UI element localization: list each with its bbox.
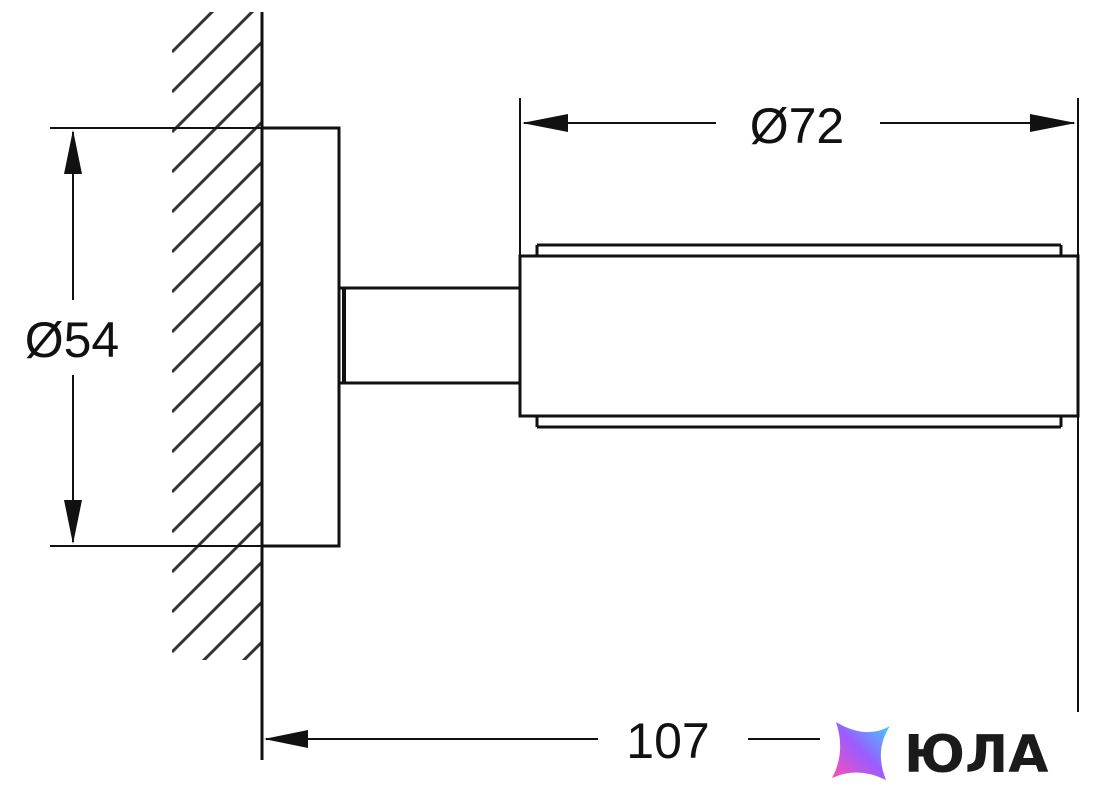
star-logo-icon [832,722,890,780]
holder-body [518,243,1080,429]
dimension-width [519,98,1079,712]
dimension-height-label: Ø54 [25,312,120,368]
stem [339,286,520,385]
brand-logo: ЮЛА [832,722,1048,785]
dimension-projection [264,730,820,748]
brand-logo-text: ЮЛА [904,725,1048,785]
dimension-projection-label: 107 [626,713,709,769]
wall-plate [260,126,341,548]
wall-hatch [172,12,262,660]
dimension-height [50,127,262,547]
dimension-width-label: Ø72 [750,98,845,154]
